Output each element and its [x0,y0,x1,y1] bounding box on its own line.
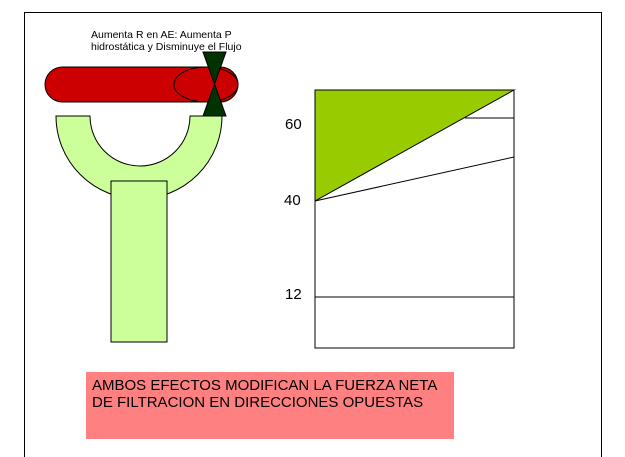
pressure-tick-12: 12 [285,286,302,303]
renal-tubule [110,180,168,343]
conclusion-box: AMBOS EFECTOS MODIFICAN LA FUERZA NETA D… [86,372,454,439]
afferent-arteriole [44,66,239,103]
constriction-marker [202,51,227,86]
resistance-annotation: Aumenta R en AE: Aumenta P hidrostática … [91,29,242,53]
oncotic-pressure-line [314,156,515,202]
net-filtration-area [314,89,516,202]
pressure-tick-40: 40 [284,192,301,209]
pressure-tick-60: 60 [285,116,302,133]
bowman-capsule [55,115,223,200]
arteriole-end-outline [173,66,239,103]
